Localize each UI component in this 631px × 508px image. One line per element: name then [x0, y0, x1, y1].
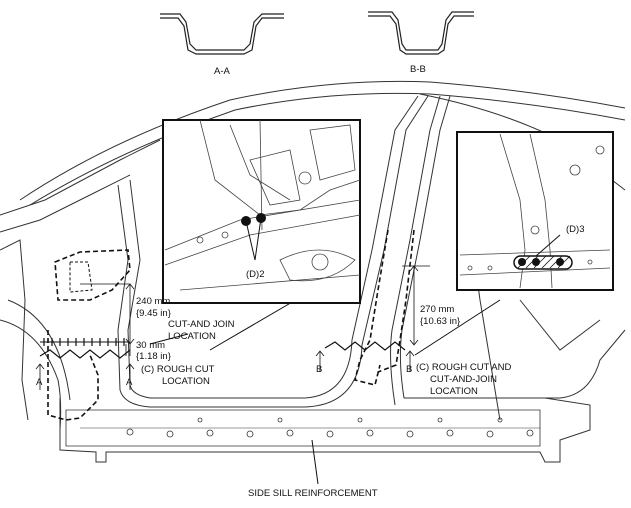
dimension-lines	[35, 265, 430, 390]
left-cut-region	[47, 249, 131, 421]
dim-240-in: {9.45 in}	[136, 308, 171, 319]
rough-cut-right-line1: (C) ROUGH CUT AND	[416, 362, 511, 373]
sill-holes	[126, 417, 534, 438]
rough-cut-right-line2: CUT-AND-JOIN	[430, 374, 497, 385]
side-sill-reinforcement-label: SIDE SILL REINFORCEMENT	[248, 488, 378, 499]
cut-join-line2: LOCATION	[168, 331, 216, 342]
callout-d2: (D)2	[246, 269, 264, 280]
section-marker-b-right: B	[406, 364, 412, 375]
dim-30-in: {1.18 in}	[136, 351, 171, 362]
dim-240-mm: 240 mm	[136, 296, 170, 307]
right-cut-region	[354, 229, 415, 386]
dim-30-mm: 30 mm	[136, 340, 165, 351]
detail-inset-left	[162, 119, 361, 304]
dim-270-in: {10.63 in}	[420, 316, 460, 327]
section-marker-a-left: A	[36, 377, 43, 388]
section-label-a-a: A-A	[214, 66, 231, 77]
detail-inset-right	[456, 131, 614, 291]
callout-d3: (D)3	[566, 224, 584, 235]
section-profile-b-b	[368, 11, 474, 55]
cut-join-line1: CUT-AND JOIN	[168, 319, 235, 330]
rough-cut-left-line2: LOCATION	[162, 376, 210, 387]
rough-cut-right-line3: LOCATION	[430, 386, 478, 397]
section-label-b-b: B-B	[410, 64, 426, 75]
section-profile-a-a	[160, 13, 284, 55]
rough-cut-left-line1: (C) ROUGH CUT	[141, 364, 215, 375]
dim-270-mm: 270 mm	[420, 304, 454, 315]
section-marker-a-right: A	[126, 377, 133, 388]
section-marker-b-left: B	[316, 364, 322, 375]
cut-zigzag-lines	[39, 338, 406, 359]
